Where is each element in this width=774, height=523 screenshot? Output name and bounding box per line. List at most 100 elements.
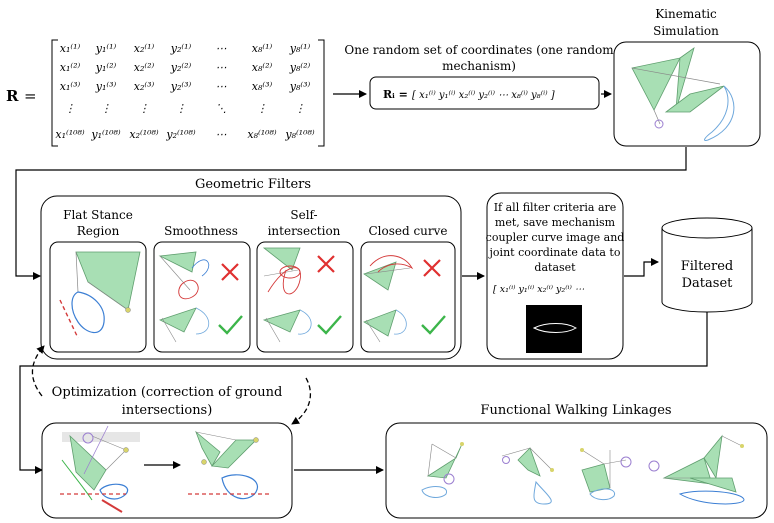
walking-linkage-4 xyxy=(648,434,745,505)
matrix-cell: x₁⁽¹⁰⁸⁾ xyxy=(55,128,85,141)
matrix-cell: y₂⁽²⁾ xyxy=(170,61,192,74)
filtered-dataset: Filtered Dataset xyxy=(661,217,753,313)
matrix-cell: ⋮ xyxy=(257,102,268,115)
closed-curve-cross xyxy=(423,259,441,277)
matrix-equals: = xyxy=(24,87,37,105)
filter-self-intersection: Self- intersection xyxy=(256,208,354,353)
save-row-values: [ x₁⁽ⁱ⁾ y₁⁽ⁱ⁾ x₂⁽ⁱ⁾ y₂⁽ⁱ⁾ ⋯ xyxy=(493,284,585,295)
self-intersection-check xyxy=(317,315,342,335)
matrix-cell: x₂⁽¹⁾ xyxy=(134,42,155,55)
filter-label-1a: Flat Stance xyxy=(63,208,133,222)
geometric-filters-title: Geometric Filters xyxy=(195,177,311,192)
matrix-right-bracket xyxy=(318,39,325,147)
filter-flat-stance: Flat Stance Region xyxy=(49,208,147,353)
matrix-cell: y₈⁽³⁾ xyxy=(289,80,311,93)
matrix-cell: x₈⁽³⁾ xyxy=(252,80,273,93)
filter-panel-closed-curve xyxy=(360,241,456,353)
filter-label-4: Closed curve xyxy=(368,224,447,238)
random-set: One random set of coordinates (one rando… xyxy=(344,43,614,110)
closed-curve-check xyxy=(421,315,446,335)
matrix-cell: ⋮ xyxy=(295,102,306,115)
save-line-4: joint coordinate data to xyxy=(488,246,621,259)
matrix-cell: x₈⁽¹⁰⁸⁾ xyxy=(247,128,277,141)
filter-smoothness: Smoothness xyxy=(153,224,251,353)
matrix-cell: ⋯ xyxy=(216,80,227,93)
walking-linkage-1 xyxy=(421,442,464,498)
filter-label-3a: Self- xyxy=(290,208,317,222)
matrix-cell: ⋮ xyxy=(139,102,150,115)
save-line-2: met, save mechanism xyxy=(495,216,616,229)
matrix-symbol: R xyxy=(6,87,19,105)
matrix-cell: x₁⁽³⁾ xyxy=(60,80,81,93)
dataset-cylinder-top xyxy=(661,217,753,239)
matrix-cell: x₈⁽²⁾ xyxy=(252,61,273,74)
filter-panel-self-intersection xyxy=(256,241,354,353)
matrix-cell: ⋯ xyxy=(216,128,227,141)
matrix-cell: ⋮ xyxy=(101,102,112,115)
matrix-cell: x₁⁽¹⁾ xyxy=(60,42,81,55)
optimization-after xyxy=(188,430,270,500)
matrix-cell: y₁⁽²⁾ xyxy=(95,61,117,74)
matrix-cell: y₂⁽¹⁾ xyxy=(170,42,192,55)
save-line-5: dataset xyxy=(534,261,576,274)
connector-simulation-to-filters xyxy=(15,147,687,280)
filter-closed-curve: Closed curve xyxy=(360,224,456,353)
matrix-cell: y₈⁽¹⁾ xyxy=(289,42,311,55)
matrix-cell: y₁⁽³⁾ xyxy=(95,80,117,93)
connector-dataset-to-optimization xyxy=(19,312,708,474)
save-criteria-panel xyxy=(486,192,624,360)
kinematic-linkage xyxy=(631,47,735,141)
matrix-cell: y₂⁽¹⁰⁸⁾ xyxy=(165,128,196,141)
filter-label-1b: Region xyxy=(77,224,120,238)
loop-arrow-to-filters xyxy=(31,345,45,397)
kinematic-title-1: Kinematic xyxy=(655,7,717,21)
walking-linkages: Functional Walking Linkages xyxy=(385,403,768,519)
matrix-cell: x₁⁽²⁾ xyxy=(60,61,81,74)
random-set-row-values: [ x₁⁽ⁱ⁾ y₁⁽ⁱ⁾ x₂⁽ⁱ⁾ y₂⁽ⁱ⁾ ⋯ x₈⁽ⁱ⁾ y₈⁽ⁱ⁾ … xyxy=(412,90,555,101)
save-line-3: coupler curve image and xyxy=(486,231,625,244)
kinematic-title-2: Simulation xyxy=(653,24,719,38)
matrix-left-bracket xyxy=(51,39,58,147)
filter-label-3b: intersection xyxy=(268,224,341,238)
random-set-caption-2: mechanism) xyxy=(442,59,516,73)
matrix-cell: ⋯ xyxy=(216,61,227,74)
matrix-cell: x₈⁽¹⁾ xyxy=(252,42,273,55)
random-set-caption-1: One random set of coordinates (one rando… xyxy=(344,43,614,57)
arrow-save-to-dataset xyxy=(624,258,659,277)
matrix-cell: x₂⁽¹⁰⁸⁾ xyxy=(129,128,159,141)
kinematic-simulation: Kinematic Simulation xyxy=(613,7,761,147)
matrix-cell: y₈⁽¹⁰⁸⁾ xyxy=(284,128,315,141)
smoothness-check xyxy=(218,315,243,335)
walking-title: Functional Walking Linkages xyxy=(480,403,671,418)
matrix-cell: ⋱ xyxy=(216,102,227,115)
matrix-cell: ⋮ xyxy=(65,102,76,115)
save-line-1: If all filter criteria are xyxy=(494,201,617,214)
smoothness-cross xyxy=(221,263,239,281)
dataset-label-1: Filtered xyxy=(681,259,733,274)
random-set-box xyxy=(369,76,600,110)
matrix-cell: y₁⁽¹⁾ xyxy=(95,42,117,55)
random-set-row-label: Rᵢ = xyxy=(383,88,408,101)
save-criteria: If all filter criteria are met, save mec… xyxy=(486,192,625,360)
optimization-label-2: intersections) xyxy=(122,403,213,418)
matrix-cell: y₁⁽¹⁰⁸⁾ xyxy=(90,128,121,141)
matrix-cell: ⋯ xyxy=(216,42,227,55)
optimization-before xyxy=(60,425,140,513)
filter-label-2: Smoothness xyxy=(164,224,238,238)
matrix-cell: x₂⁽²⁾ xyxy=(134,61,155,74)
dataset-label-2: Dataset xyxy=(682,276,734,291)
coordinate-matrix: R = x₁⁽¹⁾ y₁⁽¹⁾ x₂⁽¹⁾ y₂⁽¹⁾ ⋯ x₈⁽¹⁾ y₈⁽¹⁾ x₁⁽²⁾… xyxy=(6,39,325,147)
matrix-cell: x₂⁽³⁾ xyxy=(134,80,155,93)
matrix-cell: y₂⁽³⁾ xyxy=(170,80,192,93)
optimization: Optimization (correction of ground inter… xyxy=(41,385,293,519)
walking-linkage-2 xyxy=(501,447,554,505)
walking-panel xyxy=(385,422,768,519)
matrix-cells: x₁⁽¹⁾ y₁⁽¹⁾ x₂⁽¹⁾ y₂⁽¹⁾ ⋯ x₈⁽¹⁾ y₈⁽¹⁾ x₁⁽²⁾ y₁⁽²… xyxy=(55,42,315,141)
loop-arrow-to-optimization xyxy=(291,377,311,425)
self-intersection-cross xyxy=(317,255,335,273)
optimization-label-1: Optimization (correction of ground xyxy=(52,385,283,400)
matrix-cell: ⋮ xyxy=(176,102,187,115)
walking-linkage-3 xyxy=(580,448,632,501)
matrix-cell: y₈⁽²⁾ xyxy=(289,61,311,74)
